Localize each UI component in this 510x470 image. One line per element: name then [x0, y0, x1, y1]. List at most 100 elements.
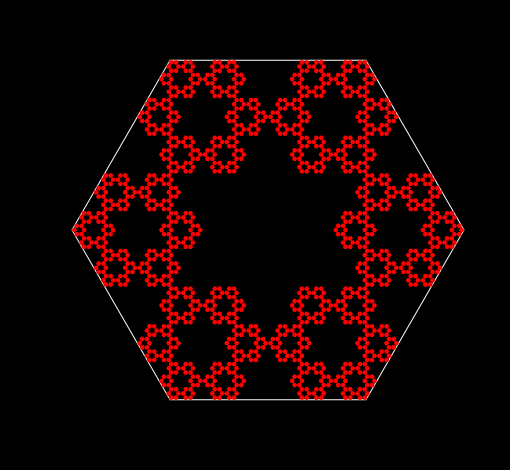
flake-hexagon [158, 303, 165, 308]
flake-hexagon [180, 391, 186, 396]
flake-hexagon [175, 290, 182, 296]
flake-hexagon [391, 110, 397, 115]
flake-hexagon [248, 349, 254, 354]
flake-hexagon [100, 194, 107, 199]
flake-hexagon [391, 261, 397, 266]
flake-hexagon [306, 290, 312, 296]
flake-hexagon [188, 244, 194, 249]
flake-hexagon [100, 252, 107, 258]
flake-hexagon [275, 127, 281, 132]
flake-hexagon [350, 139, 356, 145]
flake-hexagon [384, 123, 390, 128]
flake-hexagon [175, 89, 182, 94]
flake-hexagon [386, 127, 392, 132]
flake-hexagon [190, 290, 196, 296]
flake-hexagon [422, 282, 428, 287]
flake-hexagon [299, 336, 305, 342]
flake-hexagon [371, 102, 378, 107]
flake-hexagon [386, 177, 392, 182]
flake-hexagon [151, 106, 157, 111]
flake-hexagon [190, 231, 196, 237]
flake-hexagon [391, 185, 397, 191]
flake-hexagon [188, 236, 194, 241]
flake-hexagon [238, 349, 244, 354]
flake-hexagon [103, 265, 109, 270]
flake-hexagon [168, 169, 174, 174]
flake-hexagon [427, 273, 433, 279]
flake-hexagon [188, 303, 194, 308]
flake-hexagon [347, 219, 353, 224]
flake-hexagon [204, 81, 211, 86]
flake-hexagon [233, 299, 240, 304]
flake-hexagon [209, 164, 215, 170]
flake-hexagon [296, 139, 303, 145]
flake-hexagon [183, 219, 189, 224]
flake-hexagon [321, 290, 327, 296]
flake-hexagon [231, 311, 237, 317]
flake-hexagon [144, 328, 150, 333]
flake-hexagon [231, 336, 237, 342]
flake-hexagon [369, 123, 375, 128]
flake-hexagon [183, 85, 189, 90]
flake-hexagon [139, 110, 145, 115]
flake-hexagon [212, 378, 218, 384]
flake-hexagon [299, 110, 305, 115]
flake-hexagon [146, 349, 152, 354]
flake-hexagon [183, 211, 189, 216]
flake-hexagon [306, 164, 312, 170]
flake-hexagon [434, 185, 440, 191]
flake-hexagon [209, 366, 215, 371]
flake-hexagon [161, 106, 167, 111]
flake-hexagon [357, 60, 363, 65]
flake-hexagon [362, 185, 368, 191]
flake-hexagon [195, 156, 201, 161]
flake-hexagon [168, 286, 174, 291]
flake-hexagon [405, 261, 411, 266]
flake-hexagon [168, 135, 174, 141]
flake-hexagon [154, 328, 160, 333]
flake-hexagon [391, 194, 397, 199]
flake-hexagon [212, 152, 218, 157]
flake-hexagon [340, 215, 346, 220]
flake-hexagon [166, 72, 172, 78]
flake-hexagon [188, 370, 194, 375]
flake-hexagon [376, 328, 382, 333]
flake-hexagon [168, 60, 174, 65]
flake-hexagon [146, 324, 152, 329]
flake-hexagon [427, 223, 433, 229]
flake-hexagon [364, 307, 370, 312]
flake-hexagon [212, 93, 218, 99]
flake-hexagon [96, 236, 102, 241]
flake-hexagon [277, 340, 283, 346]
flake-hexagon [384, 114, 390, 120]
flake-hexagon [154, 353, 160, 358]
flake-hexagon [253, 123, 259, 128]
flake-hexagon [270, 118, 276, 124]
flake-hexagon [357, 160, 363, 166]
flake-hexagon [427, 265, 433, 270]
flake-hexagon [212, 143, 218, 149]
flake-hexagon [408, 248, 414, 254]
flake-hexagon [161, 97, 167, 103]
flake-hexagon [161, 81, 167, 86]
flake-hexagon [296, 349, 303, 354]
flake-hexagon [400, 194, 407, 199]
flake-hexagon [231, 319, 237, 325]
flake-hexagon [325, 374, 332, 379]
flake-hexagon [255, 102, 261, 107]
flake-hexagon [125, 278, 131, 283]
flake-hexagon [100, 227, 107, 233]
flake-hexagon [166, 332, 172, 337]
flake-hexagon [173, 370, 179, 375]
flake-hexagon [154, 252, 160, 258]
flake-hexagon [233, 148, 240, 153]
flake-hexagon [173, 311, 179, 317]
flake-hexagon [311, 290, 317, 296]
flake-hexagon [238, 332, 244, 337]
flake-hexagon [173, 361, 179, 367]
flake-hexagon [166, 81, 172, 86]
flake-hexagon [369, 131, 375, 136]
flake-hexagon [100, 244, 107, 249]
